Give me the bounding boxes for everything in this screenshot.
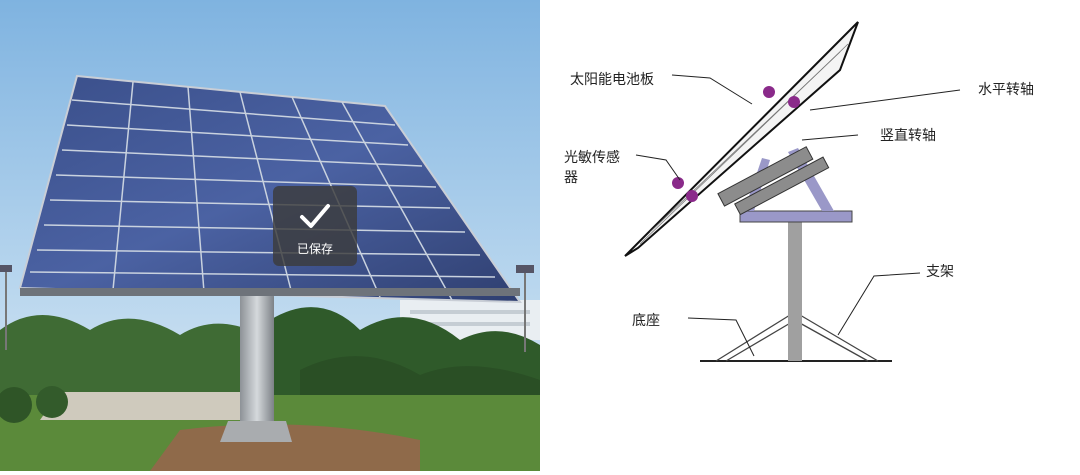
soil	[150, 424, 420, 471]
sensor-dot	[763, 86, 775, 98]
pole-base	[220, 421, 292, 442]
label-light-sensor: 光敏传感器	[564, 150, 620, 186]
saved-toast: 已保存	[273, 186, 357, 266]
solar-panel-array	[18, 74, 522, 304]
path	[40, 392, 260, 420]
label-horizontal-axis: 水平转轴	[978, 82, 1034, 98]
trees-left	[0, 315, 270, 400]
saved-label: 已保存	[296, 242, 333, 256]
tracker-schematic	[624, 21, 961, 362]
leader-lines	[635, 74, 961, 357]
support-pole	[240, 296, 274, 421]
solar-panel	[624, 21, 859, 257]
check-icon	[300, 204, 330, 228]
label-solar-panel: 太阳能电池板	[570, 72, 654, 88]
solar-tracker-photo: 已保存	[0, 0, 540, 471]
sensor-dot	[788, 96, 800, 108]
photo-illustration	[0, 0, 540, 471]
sensor-dot	[672, 177, 684, 189]
panel-hatching	[639, 43, 849, 245]
tracker-diagram: 太阳能电池板 水平转轴 竖直转轴 光敏传感器 支架 底座	[540, 0, 1080, 471]
label-vertical-axis: 竖直转轴	[880, 128, 936, 144]
horizontal-axis-block	[717, 146, 830, 216]
bracket-legs	[715, 314, 879, 362]
label-base: 底座	[632, 313, 660, 329]
crossbar	[739, 210, 853, 223]
label-bracket: 支架	[926, 264, 954, 280]
vertical-shaft	[788, 222, 802, 361]
sensor-dot	[686, 190, 698, 202]
panel-grid	[29, 81, 496, 301]
